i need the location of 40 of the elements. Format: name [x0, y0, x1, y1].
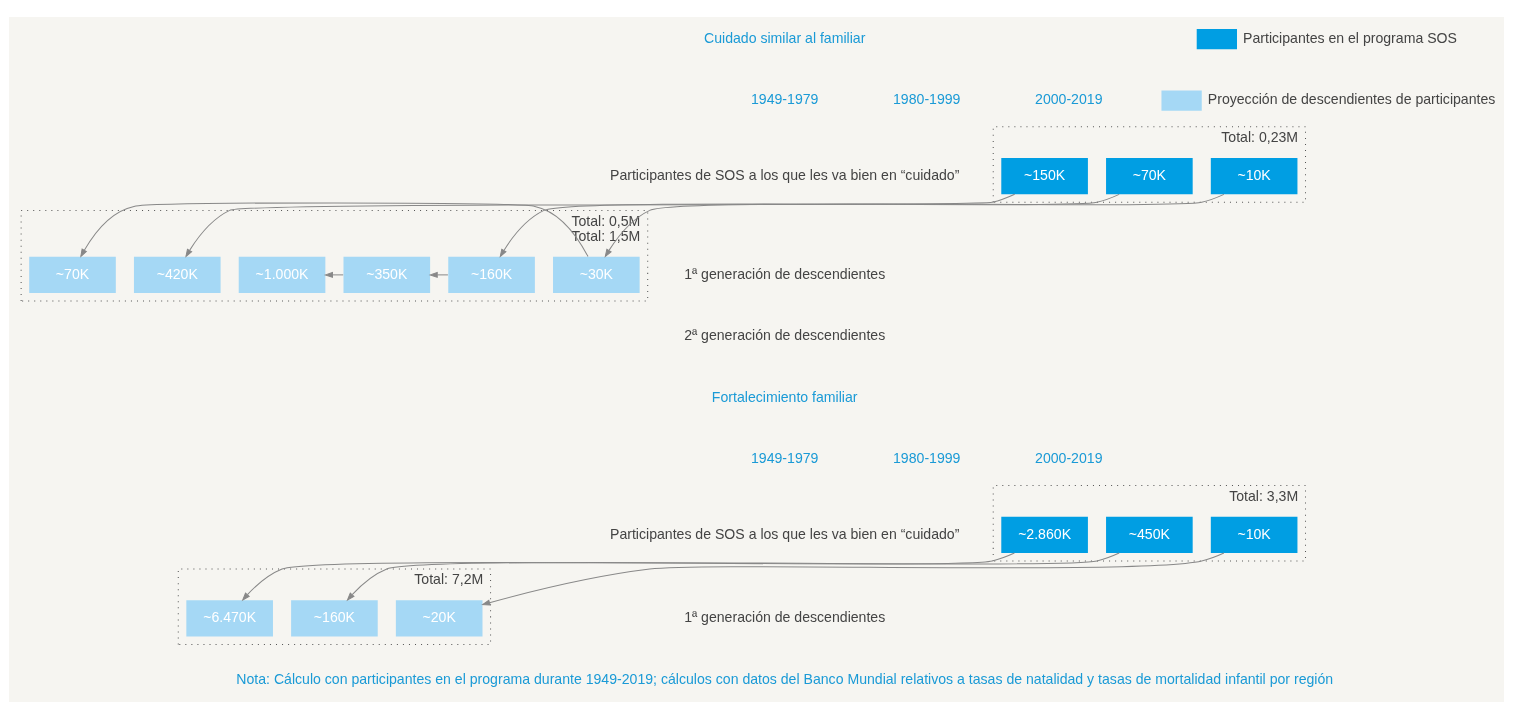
arrow [241, 552, 1015, 602]
node-box: ~30K [553, 256, 640, 293]
node-box: ~70K [29, 256, 116, 293]
arrow [499, 193, 1120, 258]
node-box: ~10K [1210, 516, 1298, 553]
node-box: ~1.000K [238, 256, 326, 293]
label: 1980-1999 [893, 91, 961, 108]
arrow [428, 271, 449, 279]
label: 2000-2019 [1035, 449, 1103, 466]
label: 1949-1979 [751, 91, 819, 108]
node-box: ~420K [133, 256, 221, 293]
label: Participantes de SOS a los que les va bien en “cuidado” [609, 525, 960, 542]
node-box: ~160K [448, 256, 535, 293]
label: 1ª generación de descendientes [684, 609, 886, 626]
label: 1ª generación de descendientes [684, 265, 886, 282]
node-box: ~150K [1001, 158, 1088, 195]
legend-label: Participantes en el programa SOS [1243, 29, 1457, 46]
label: Cuidado similar al familiar [704, 29, 866, 46]
label: 1980-1999 [893, 449, 961, 466]
arrow [604, 193, 1225, 258]
arrow [481, 552, 1225, 606]
node-box: ~20K [395, 600, 483, 637]
arrow [185, 193, 1016, 258]
label: Nota: Cálculo con participantes en el programa durante 1949-2019; cálculos con datos del Banco Mundial relativos a tasas de natalidad y tasas de mortalidad infantil por región [236, 670, 1334, 687]
label: Fortalecimiento familiar [711, 388, 858, 405]
legend-label: Proyección de descendientes de participantes [1207, 91, 1496, 108]
arrow [323, 271, 344, 279]
node-box: ~70K [1106, 158, 1193, 195]
arrow [80, 202, 589, 258]
label: Participantes de SOS a los que les va bien en “cuidado” [609, 166, 960, 183]
node-box: ~160K [291, 600, 378, 637]
node-box: ~6.470K [186, 600, 273, 637]
label: 1949-1979 [751, 449, 819, 466]
node-box: ~2.860K [1001, 516, 1088, 553]
node-box: ~350K [343, 256, 431, 293]
arrow [346, 552, 1120, 602]
label: 2ª generación de descendientes [684, 327, 886, 344]
label: 2000-2019 [1035, 91, 1103, 108]
node-box: ~450K [1106, 516, 1193, 553]
node-box: ~10K [1210, 158, 1298, 195]
